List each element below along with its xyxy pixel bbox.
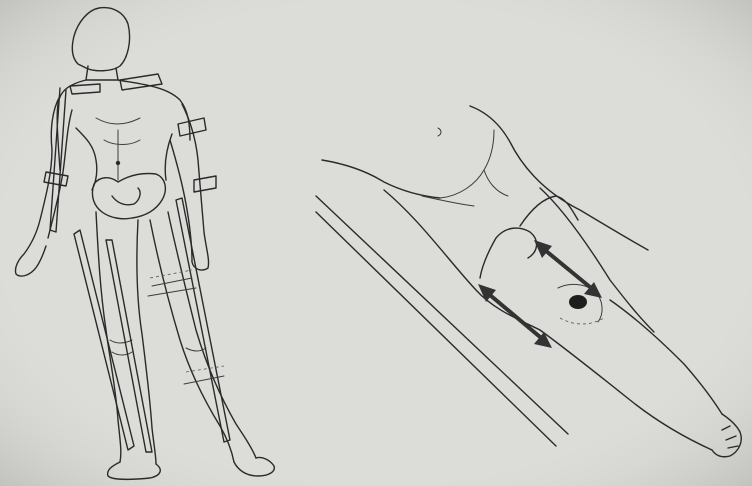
patella-marker xyxy=(569,295,587,309)
navel-marker xyxy=(116,161,120,165)
